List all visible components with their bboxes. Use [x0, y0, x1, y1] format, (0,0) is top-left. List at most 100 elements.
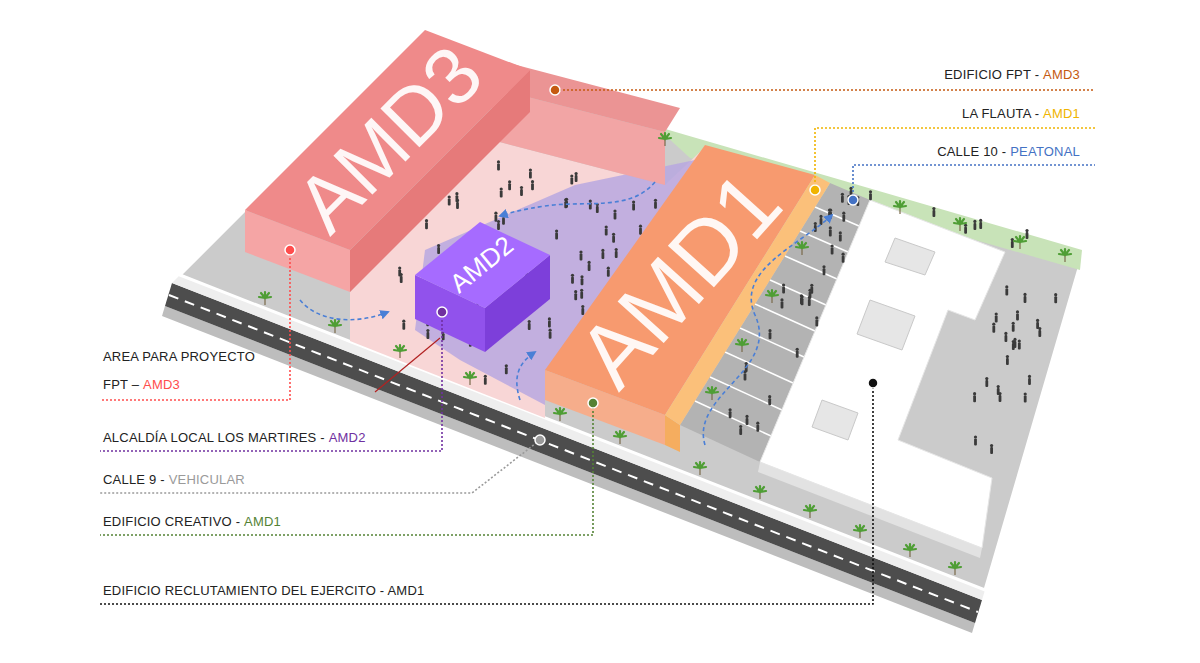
person-figure [729, 408, 732, 418]
palm-leaves [554, 408, 566, 414]
person-body [497, 163, 500, 170]
palm-tree [706, 387, 718, 400]
person-figure [998, 392, 1001, 402]
palm-leaves [259, 292, 271, 298]
person-body [1024, 396, 1027, 403]
person-body [448, 199, 451, 206]
palm-tree [954, 218, 966, 231]
person-figure [437, 244, 440, 254]
person-head [1036, 319, 1039, 322]
person-body [529, 172, 532, 179]
person-figure [549, 329, 552, 339]
person-body [581, 278, 584, 285]
person-head [1023, 293, 1026, 296]
person-body [1014, 341, 1017, 348]
person-head [819, 215, 822, 218]
person-body [549, 332, 552, 339]
person-body [484, 378, 487, 385]
person-figure [571, 274, 574, 284]
person-body [580, 292, 583, 299]
person-body [607, 270, 610, 277]
palm-tree [329, 320, 341, 333]
person-head [756, 422, 759, 425]
person-body [974, 439, 977, 446]
parking-line [710, 377, 782, 410]
person-body [992, 326, 995, 333]
person-figure [1011, 238, 1014, 248]
leader-line [853, 165, 1095, 200]
parking-line [815, 207, 859, 226]
person-head [426, 329, 429, 332]
person-figure [796, 348, 799, 358]
person-figure [520, 186, 523, 196]
person-head [842, 253, 845, 256]
person-head [456, 199, 459, 202]
flow-arrow [300, 300, 388, 320]
person-head [555, 230, 558, 233]
person-figure [1036, 319, 1039, 329]
person-figure [615, 248, 618, 258]
person-figure [639, 225, 642, 235]
person-figure [768, 329, 771, 339]
person-head [729, 408, 732, 411]
palm-leaves [949, 562, 961, 568]
leader-line [100, 440, 540, 493]
person-head [505, 364, 508, 367]
person-body [427, 332, 430, 339]
palm-leaves [736, 339, 748, 345]
person-figure [580, 289, 583, 299]
person-figure [815, 316, 818, 326]
palm-tree [894, 201, 906, 214]
person-figure [548, 317, 551, 327]
person-body [654, 202, 657, 209]
person-body [402, 323, 405, 330]
person-head [575, 172, 578, 175]
person-figure [580, 275, 583, 285]
callout-label: EDIFICIO RECLUTAMIENTO DEL EJERCITO - AM… [103, 583, 424, 598]
callout-code: PEATONAL [1010, 144, 1080, 159]
person-head [581, 305, 584, 308]
flow-arrow [517, 352, 535, 400]
person-head [588, 261, 591, 264]
person-head [497, 220, 500, 223]
person-body [570, 178, 573, 185]
callout-label: ALCALDÍA LOCAL LOS MARTIRES - [103, 430, 325, 445]
palm-leaves [954, 218, 966, 224]
leader-line [555, 89, 1095, 91]
person-figure [502, 215, 505, 225]
person-head [1005, 285, 1008, 288]
parking-line [770, 280, 826, 305]
person-body [933, 210, 936, 217]
person-figure [1016, 310, 1019, 320]
person-body [744, 373, 747, 380]
palm-leaves [1014, 236, 1026, 242]
person-figure [505, 364, 508, 374]
person-body [1054, 296, 1057, 303]
person-head [990, 444, 993, 447]
callout-label: CALLE 10 - [937, 144, 1006, 159]
parking-line [740, 328, 804, 357]
person-head [782, 283, 785, 286]
person-figure [995, 312, 998, 322]
person-figure [555, 230, 558, 240]
person-figure [605, 225, 608, 235]
person-figure [964, 224, 967, 234]
person-figure [607, 267, 610, 277]
person-body [796, 351, 799, 358]
callout-code: AMD1 [244, 514, 281, 529]
person-body [1038, 330, 1041, 337]
person-body [823, 268, 826, 275]
person-body [831, 248, 834, 255]
recruitment-building [760, 200, 1005, 548]
person-body [508, 183, 511, 190]
leader-dot [437, 307, 447, 317]
person-figure [588, 261, 591, 271]
palm-tree [736, 339, 748, 352]
person-body [990, 447, 993, 454]
person-head [849, 187, 852, 190]
person-head [1028, 375, 1031, 378]
person-figure [1025, 229, 1028, 239]
person-body [614, 213, 617, 220]
person-figure [497, 220, 500, 230]
